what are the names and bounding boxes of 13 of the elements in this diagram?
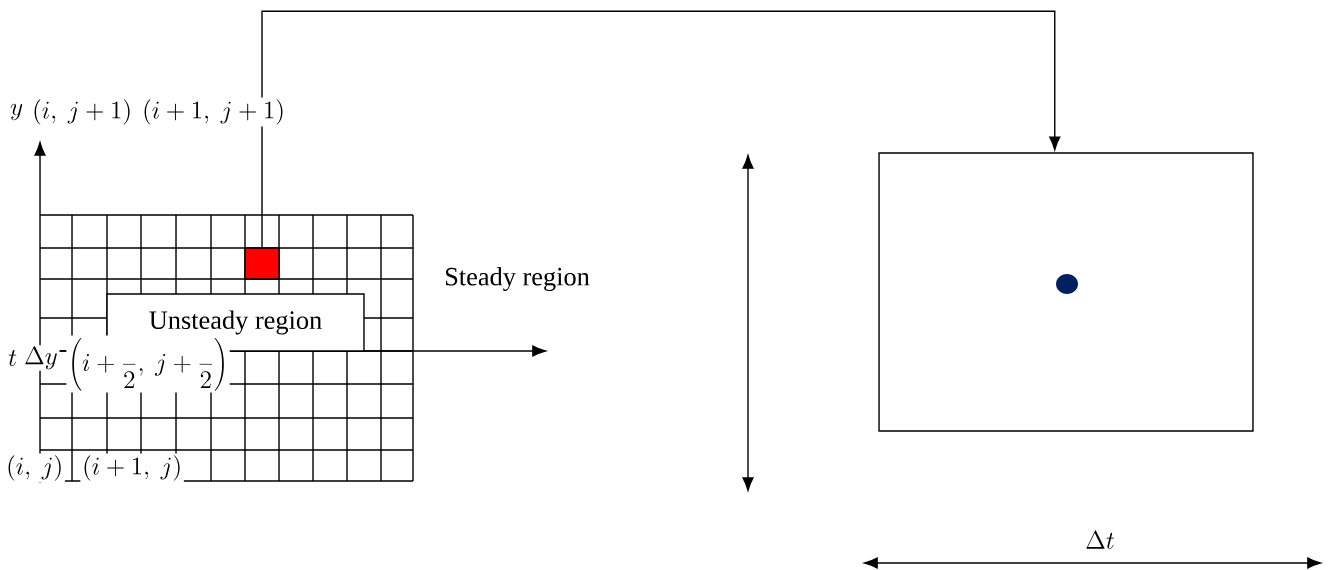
highlighted-cell	[244, 247, 280, 280]
control-volume-box	[878, 152, 1254, 432]
math-label: $(i,\ j)$	[4, 453, 65, 483]
math-label: $(i,\ j+1)$	[30, 97, 134, 127]
axis-label: $y$	[8, 102, 25, 122]
math-label: $\left(i+\frac{\phantom{1}}{2},\ j+\frac{\phantom{1}}{2}\right)$	[66, 335, 230, 393]
axis-label: $t$	[6, 348, 19, 368]
math-label: $(i+1,\ j+1)$	[140, 97, 287, 127]
math-label: $(i+1,\ j)$	[80, 453, 184, 483]
arrow	[261, 10, 1061, 248]
region-label: Steady region	[442, 265, 592, 293]
math-label: $\Delta y$	[22, 345, 60, 371]
math-label: $\Delta t$	[1083, 529, 1117, 551]
